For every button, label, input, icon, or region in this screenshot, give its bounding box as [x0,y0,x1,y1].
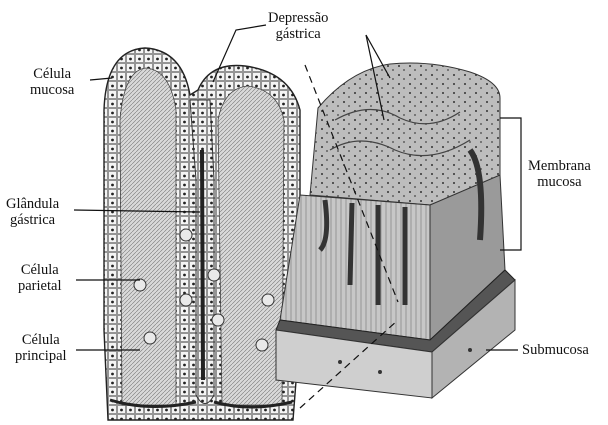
label-celula-principal: Célula principal [15,332,67,364]
label-depressao-gastrica: Depressão gástrica [268,10,328,42]
label-submucosa: Submucosa [522,342,589,358]
mucosa-block [276,63,515,398]
label-glandula-gastrica: Glândula gástrica [6,196,59,228]
label-celula-parietal: Célula parietal [18,262,61,294]
label-membrana-mucosa: Membrana mucosa [528,158,591,190]
label-celula-mucosa: Célula mucosa [30,66,74,98]
gland-magnified [104,48,300,420]
